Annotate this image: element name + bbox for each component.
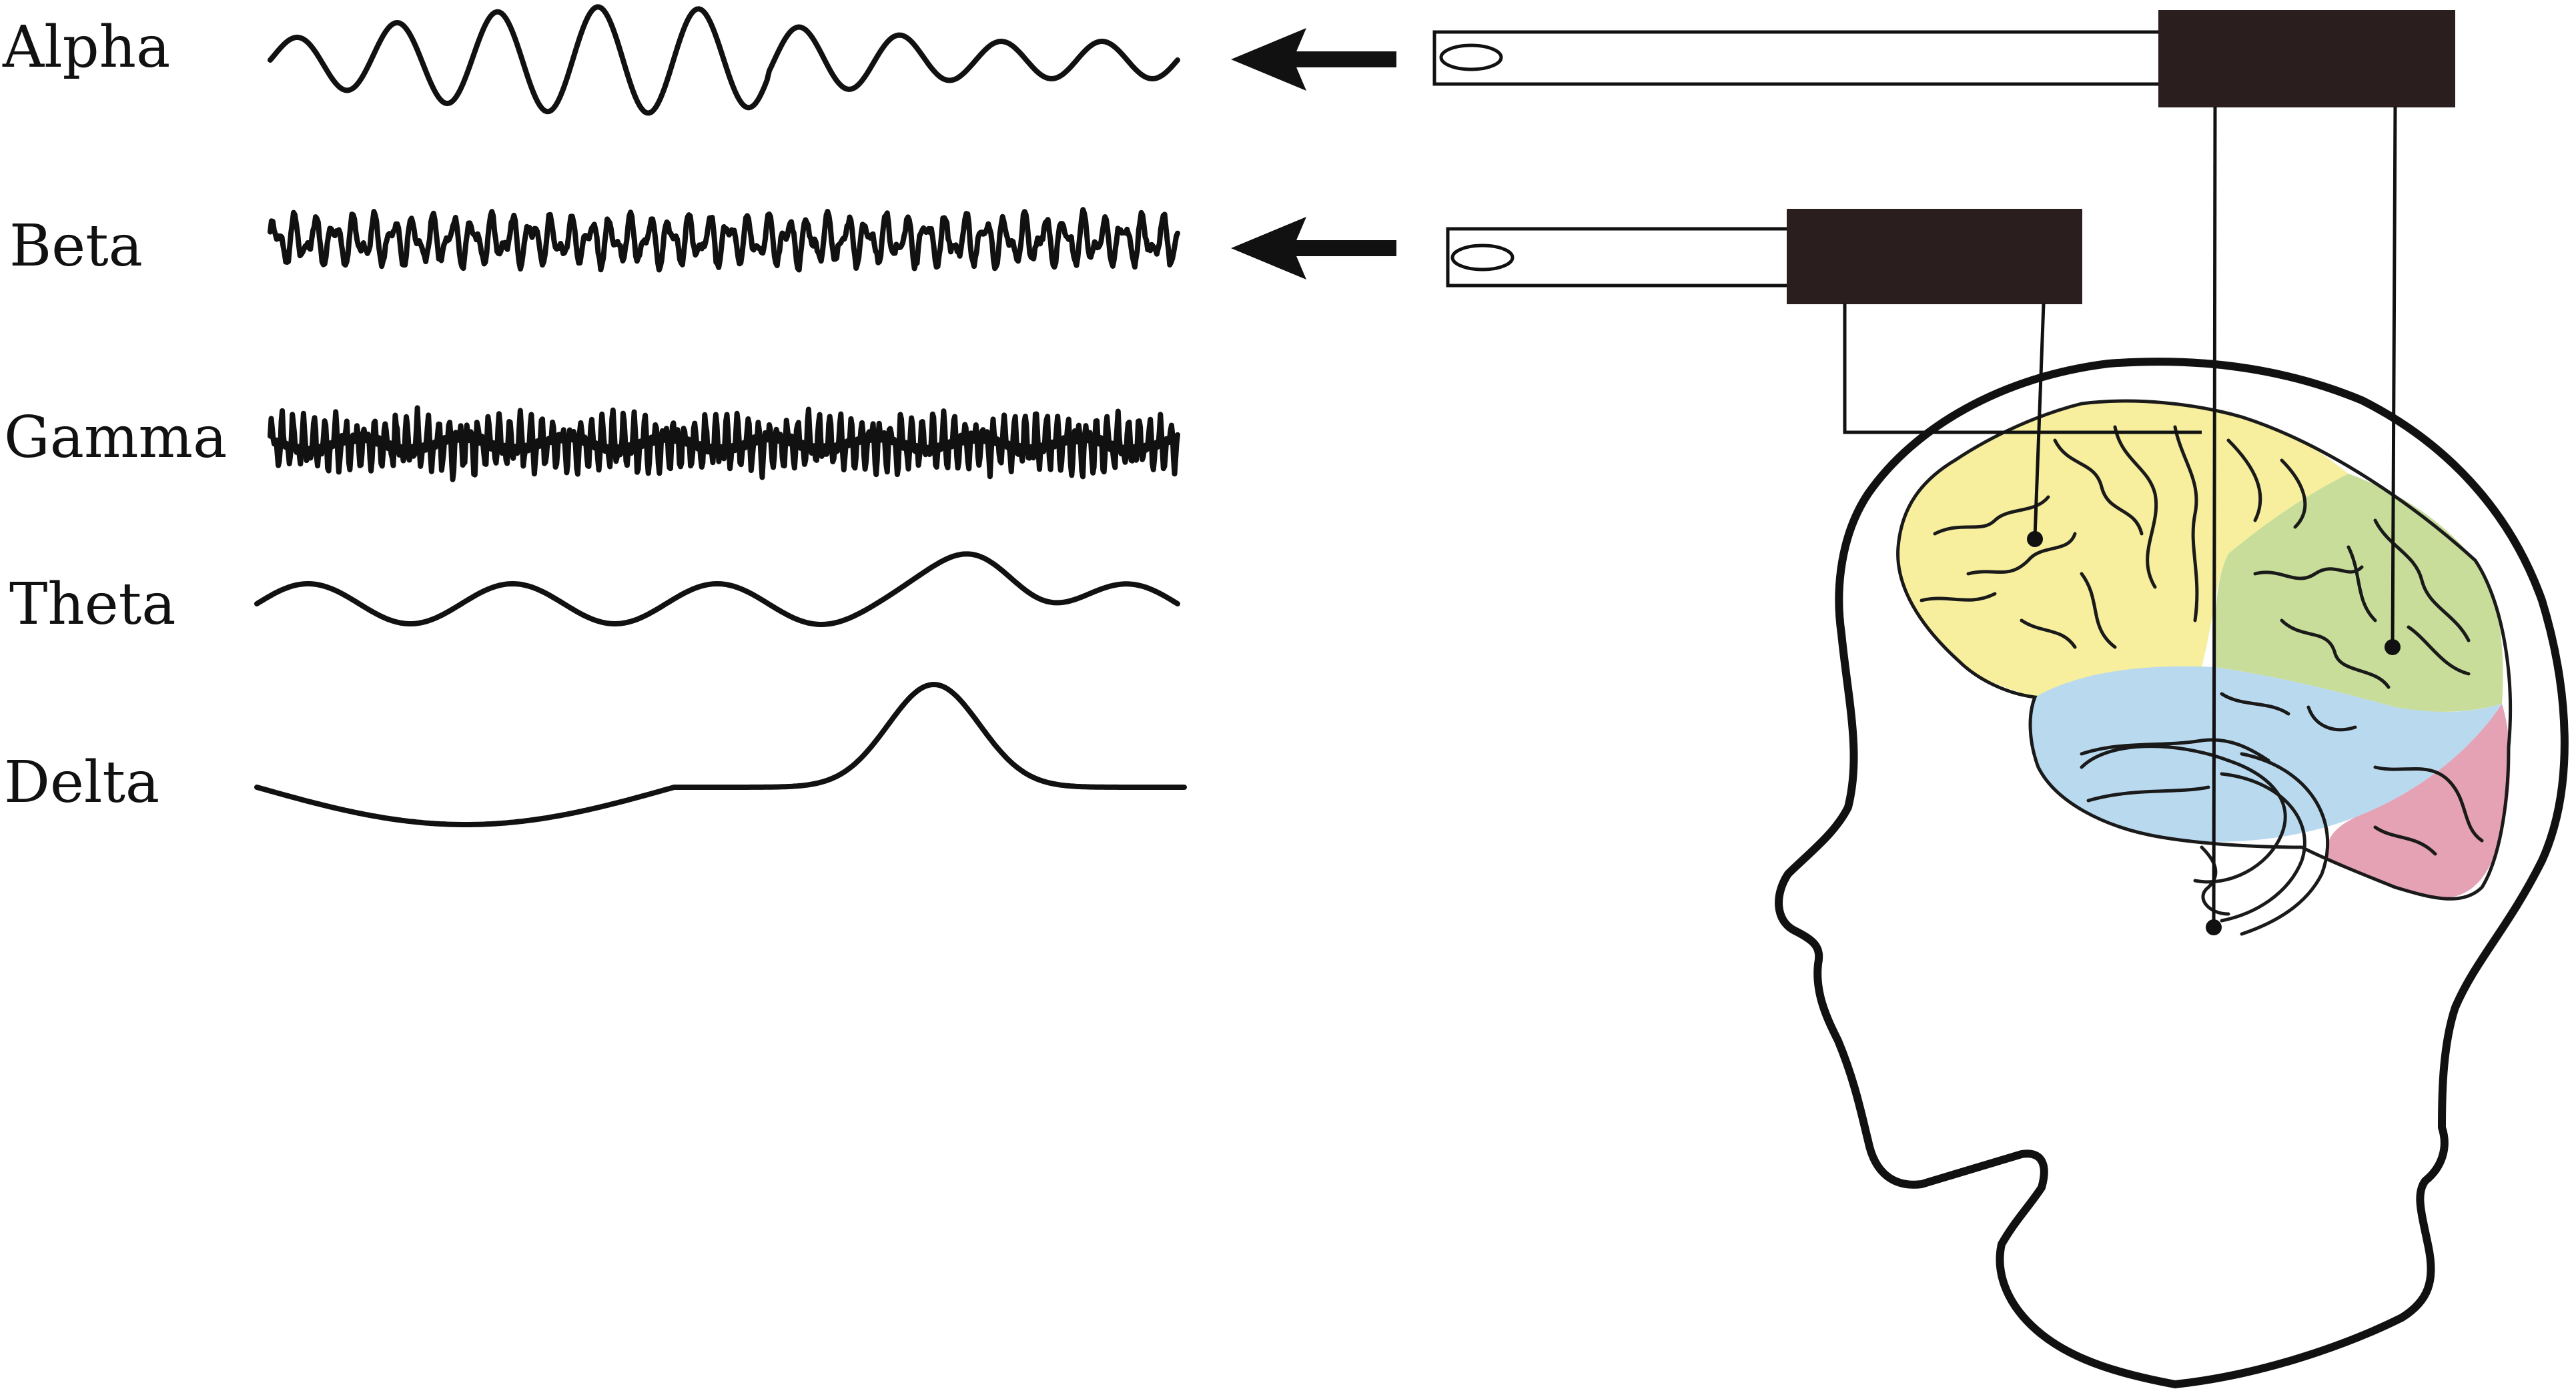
arrow-left-icon	[1231, 28, 1396, 91]
wave-label-theta: Theta	[9, 571, 175, 638]
wave-beta	[268, 207, 1180, 273]
wave-gamma	[268, 405, 1180, 482]
head-outline	[1775, 358, 2569, 1388]
electrode-wire	[2391, 106, 2397, 648]
wave-alpha	[268, 4, 1180, 116]
temporal-lobe	[2030, 666, 2502, 842]
arrow-left-icon	[1231, 217, 1396, 280]
head-icon	[1775, 106, 2569, 1388]
frontal-lobe	[1897, 401, 2348, 697]
wave-labels: Alpha Beta Gamma Theta Delta	[2, 14, 227, 816]
electrode-contact	[2385, 639, 2401, 655]
wave-delta	[254, 682, 1187, 827]
electrode-wire	[2033, 303, 2046, 538]
brain-icon	[1896, 399, 2513, 936]
electrode-icon	[1432, 10, 2455, 107]
waveforms	[254, 4, 1187, 827]
wave-label-gamma: Gamma	[4, 404, 227, 471]
occipital-lobe	[2326, 704, 2511, 898]
wave-label-delta: Delta	[4, 749, 159, 816]
electrode-contact	[2027, 531, 2043, 547]
electrode-contact	[2206, 919, 2222, 935]
electrode-wire	[2212, 106, 2217, 928]
wave-label-beta: Beta	[9, 213, 143, 280]
electrode-wire	[1843, 304, 2202, 434]
electrode-icon	[1446, 209, 2082, 304]
wave-theta	[254, 551, 1180, 627]
parietal-lobe	[2215, 474, 2503, 712]
wave-label-alpha: Alpha	[2, 14, 170, 81]
